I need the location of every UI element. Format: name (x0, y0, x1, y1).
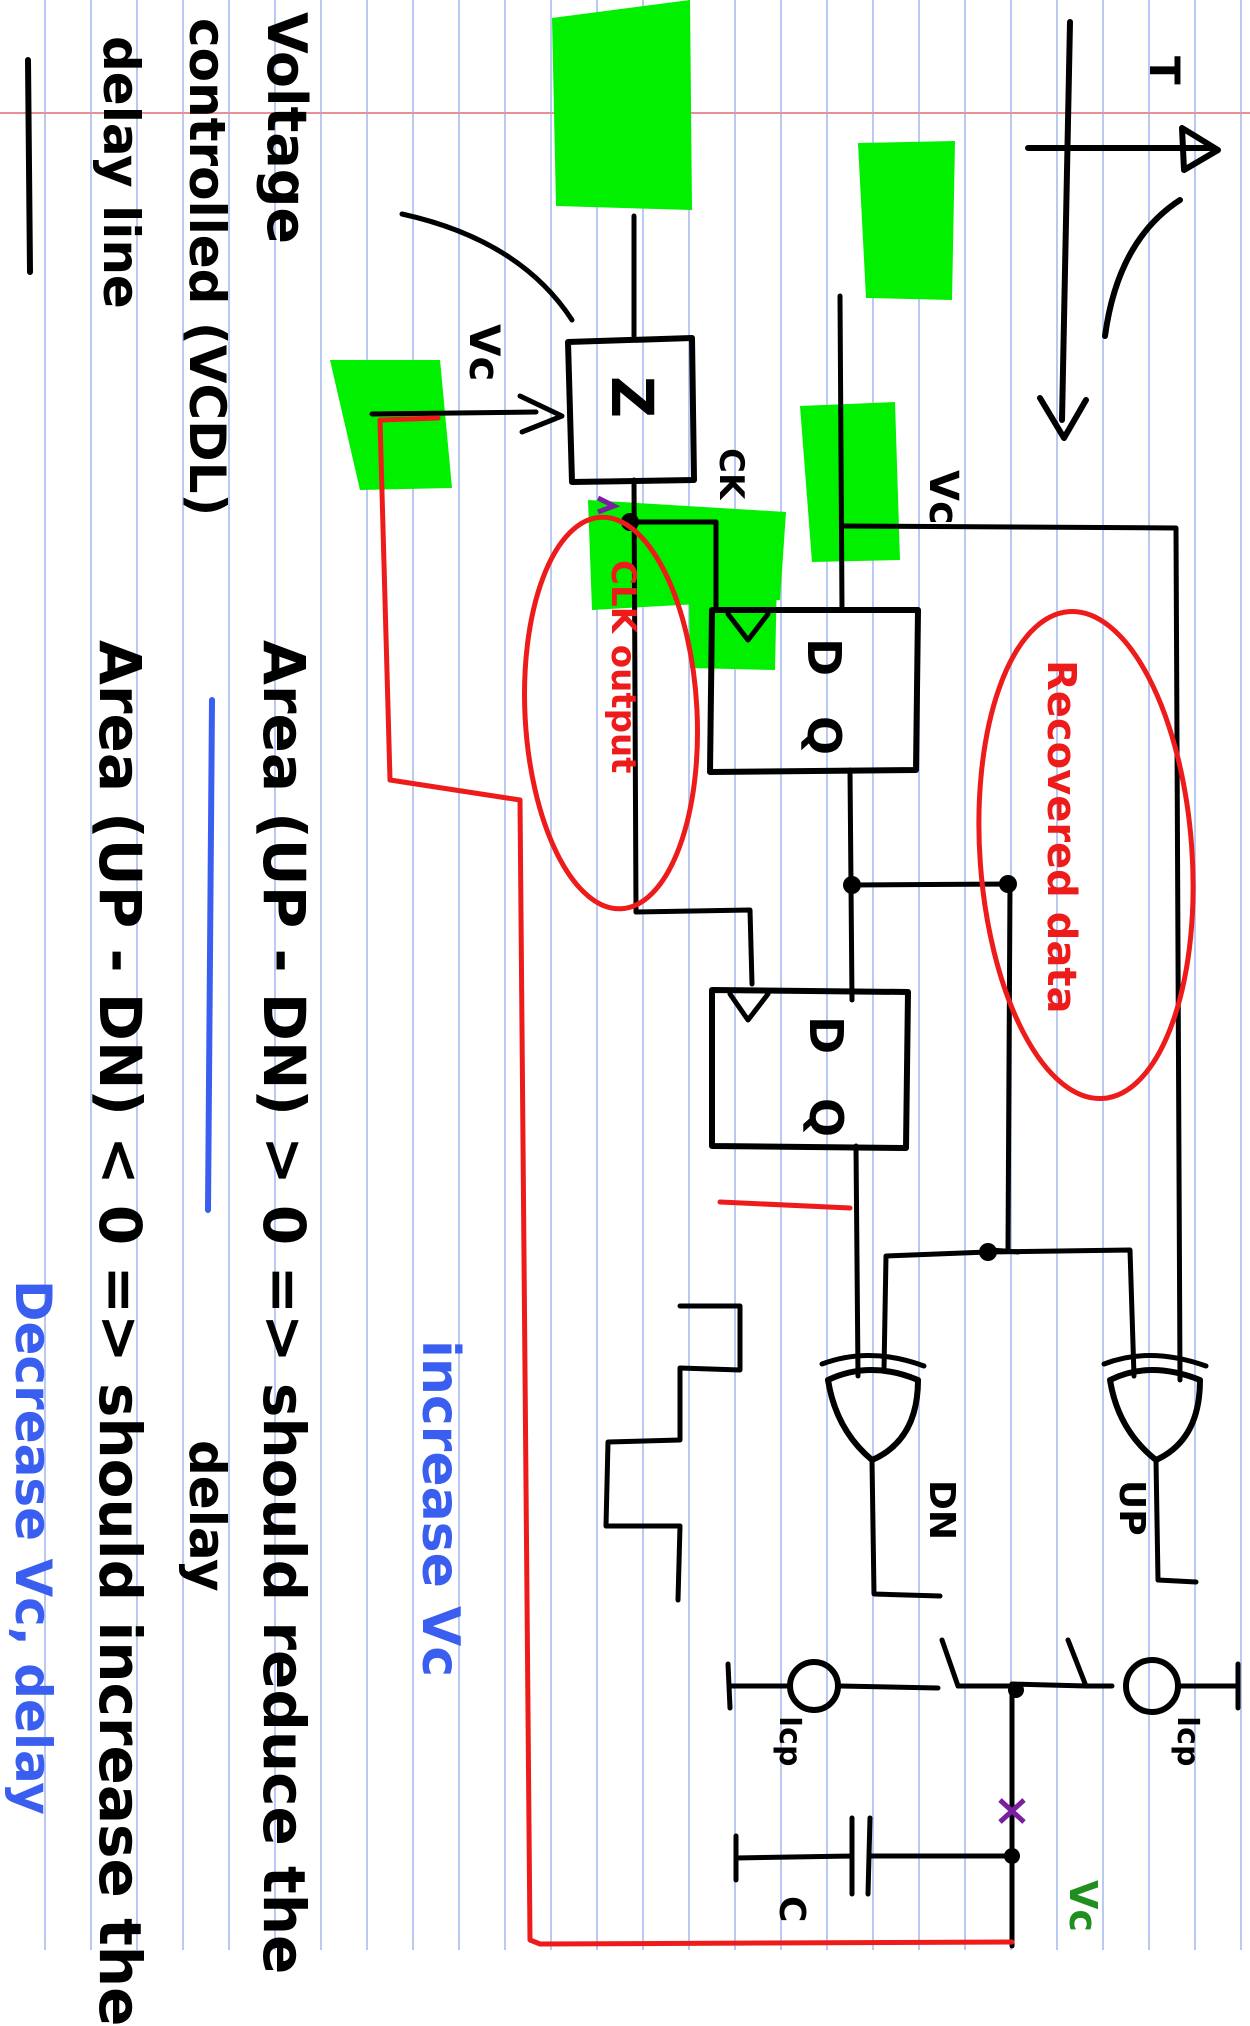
xor-gate-up: UP (1101, 1352, 1209, 1585)
rule-1: Area (UP - DN) > 0 => should reduce the (250, 640, 318, 1975)
vc-input-label: Vc (460, 324, 509, 381)
blue-separator (205, 697, 215, 1213)
staircase-waveform (603, 1303, 743, 1603)
ff2-q-label: Q (799, 1098, 853, 1137)
rule-2: Area (UP - DN) < 0 => should increase th… (86, 640, 154, 2026)
capacitor: C (733, 1815, 1020, 1922)
vc-line: Vc (839, 470, 1183, 1383)
time-axis-label: T (1140, 56, 1189, 85)
time-axis: T (1025, 19, 1221, 441)
vc-feedback-wire (377, 415, 1015, 1947)
dn-label: DN (921, 1480, 962, 1540)
title-underline (25, 57, 33, 275)
circuit-sketch: T Z Vc CK D Q Vc (25, 0, 1241, 1949)
vc-line-label: Vc (920, 470, 966, 525)
title-line-2: controlled (VCDL) (178, 18, 236, 517)
cap-label: C (771, 1896, 812, 1922)
ff1-q-label: Q (797, 716, 851, 755)
clk-output-ellipse (522, 514, 700, 912)
ck-label: CK (711, 448, 751, 501)
ff1-d-label: D (797, 638, 851, 676)
recovered-data-ellipse (976, 608, 1196, 1102)
icp-top-label: Icp (1170, 1716, 1205, 1766)
recovered-data-label: Recovered data (1038, 660, 1084, 1013)
delay-block: Z Vc (369, 211, 697, 485)
xor-gate-dn: DN (819, 1352, 962, 1599)
icp-bottom-label: Icp (772, 1716, 807, 1766)
vc-out-label: Vc (1061, 1880, 1105, 1932)
title-line-1: Voltage (255, 12, 318, 244)
up-label: UP (1111, 1480, 1152, 1536)
red-arrow (717, 1199, 853, 1211)
flip-flop-2: D Q (633, 875, 1021, 1379)
ff2-d-label: D (799, 1016, 853, 1054)
clk-output-label: CLK output (603, 560, 643, 773)
rule-2-cont: Decrease Vc, delay (4, 1280, 62, 1815)
rule-1-cont: delay (178, 1440, 236, 1592)
title-line-3: delay line (92, 36, 150, 309)
delay-block-label: Z (598, 376, 666, 418)
rule-1-note: increase Vc (410, 1340, 470, 1678)
purple-marks (596, 495, 1026, 1824)
xor-wiring (881, 1243, 1137, 1379)
flip-flop-1: CK D Q (621, 293, 921, 1003)
